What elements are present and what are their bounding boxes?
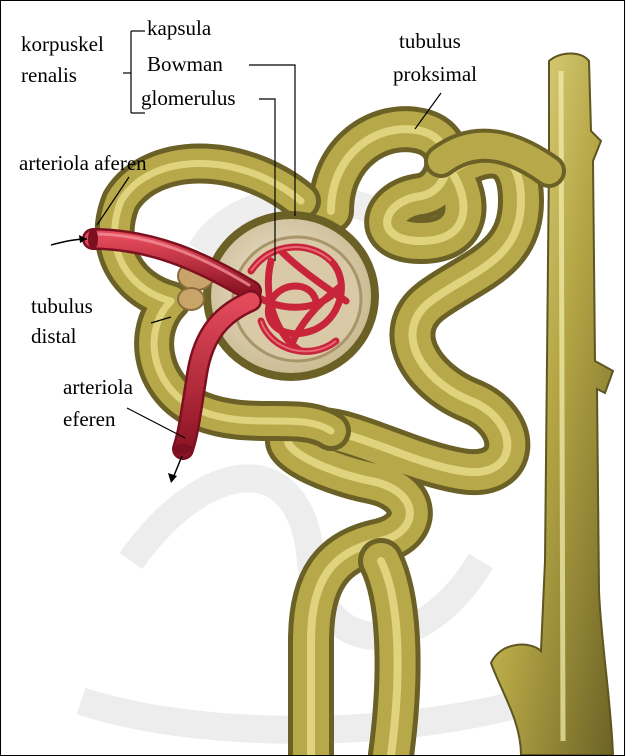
label-kapsula: kapsula <box>147 16 211 40</box>
afferent-opening <box>88 228 98 250</box>
label-bowman: Bowman <box>147 52 223 76</box>
label-arteriola-eferen-line1: arteriola <box>63 375 133 399</box>
flow-arrow-out <box>168 456 182 483</box>
label-korpuskel: korpuskel <box>21 32 104 56</box>
flow-arrow-in <box>51 235 87 245</box>
label-glomerulus: glomerulus <box>141 86 236 110</box>
label-tubulus-proksimal-line2: proksimal <box>393 62 477 86</box>
label-arteriola-eferen-line2: eferen <box>63 407 115 431</box>
label-renalis: renalis <box>21 63 77 87</box>
label-tubulus-proksimal-line1: tubulus <box>399 29 461 53</box>
bowman-capsule <box>203 211 379 381</box>
label-tubulus-distal-line2: distal <box>31 324 77 348</box>
label-tubulus-distal-line1: tubulus <box>31 294 93 318</box>
label-arteriola-aferen: arteriola aferen <box>19 151 147 175</box>
efferent-opening <box>173 444 193 454</box>
